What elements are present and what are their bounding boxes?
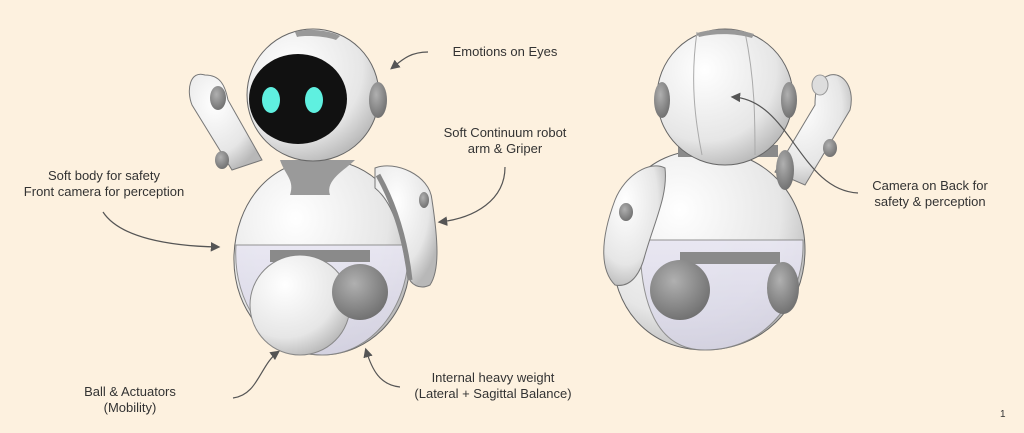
left-eye: [262, 87, 280, 113]
arrow-weight: [363, 347, 401, 388]
label-line: Emotions on Eyes: [452, 44, 558, 59]
label-arm: Soft Continuum robot arm & Griper: [444, 125, 567, 157]
side-arm-back: [603, 165, 666, 286]
label-line: safety & perception: [874, 194, 986, 209]
label-line: (Lateral + Sagittal Balance): [414, 386, 572, 401]
label-line: Soft body for safety: [47, 168, 160, 183]
internal-weight: [332, 264, 388, 320]
arrow-body: [102, 211, 221, 252]
page-number: 1: [1000, 409, 1006, 420]
arrow-ball: [232, 350, 280, 399]
label-line: Internal heavy weight: [431, 370, 555, 385]
side-sensor-left: [654, 82, 670, 118]
label-line: Camera on Back for: [872, 178, 988, 193]
back-robot: [603, 28, 852, 351]
body-shell: [233, 159, 411, 356]
label-line: arm & Griper: [467, 141, 543, 156]
visor: [249, 54, 347, 144]
head-back: [654, 28, 797, 166]
label-back-camera: Camera on Back for safety & perception: [872, 178, 988, 210]
body-shell-back: [611, 145, 806, 351]
front-robot: [188, 28, 438, 356]
label-weight: Internal heavy weight (Lateral + Sagitta…: [414, 370, 571, 402]
arrow-arm: [437, 166, 506, 226]
label-line: Front camera for perception: [23, 184, 185, 199]
continuum-arm: [374, 165, 438, 288]
label-ball: Ball & Actuators (Mobility): [84, 384, 176, 416]
label-line: Ball & Actuators: [84, 384, 176, 399]
right-eye: [305, 87, 323, 113]
side-sensor-right: [781, 82, 797, 118]
label-emotions: Emotions on Eyes: [453, 44, 558, 60]
head: [246, 28, 387, 162]
label-body: Soft body for safety Front camera for pe…: [24, 168, 184, 200]
front-camera: [369, 82, 387, 118]
label-line: Soft Continuum robot: [443, 125, 567, 140]
arrow-emotions: [390, 51, 429, 70]
raised-arm: [188, 73, 263, 171]
label-line: (Mobility): [103, 400, 157, 415]
arrow-back-camera: [730, 92, 859, 194]
